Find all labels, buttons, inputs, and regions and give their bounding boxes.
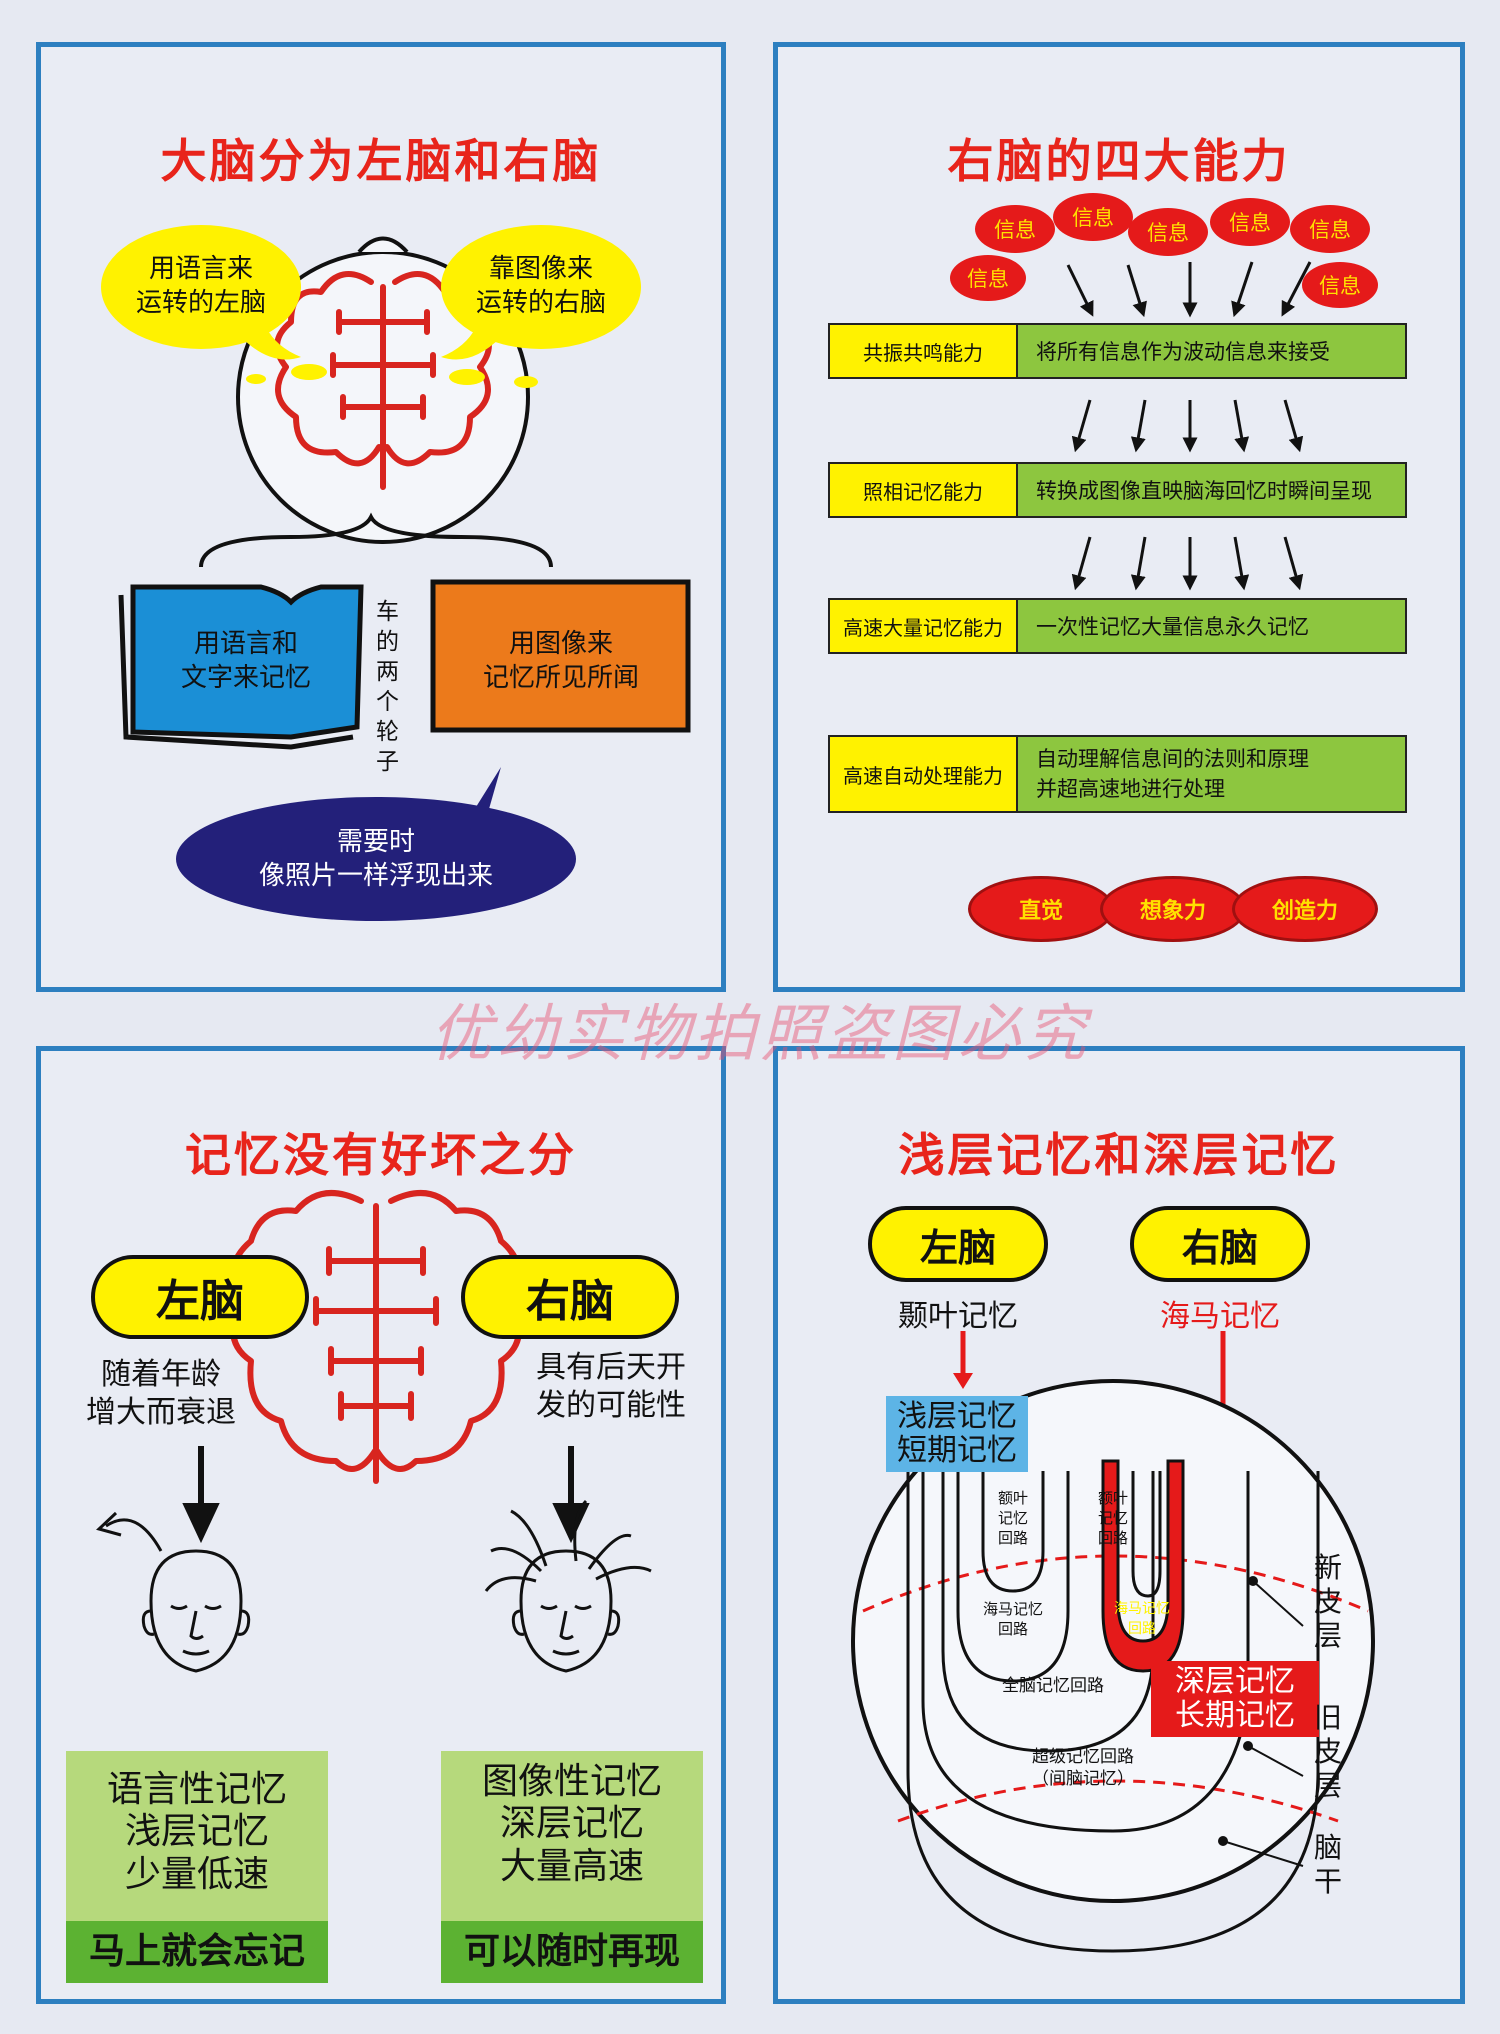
left-memory-box: 语言性记忆 浅层记忆 少量低速 <box>66 1751 328 1921</box>
orange-box-text: 用图像来 记忆所见所闻 <box>482 629 639 693</box>
frontal-loop-label-1: 额叶 记忆 回路 <box>997 1489 1028 1547</box>
panel-title: 浅层记忆和深层记忆 <box>898 1128 1340 1182</box>
intuition-badge: 直觉 <box>968 876 1114 942</box>
ability-label-2: 照相记忆能力 <box>828 462 1018 518</box>
ability-label-3: 高速大量记忆能力 <box>828 598 1018 654</box>
panel-title: 大脑分为左脑和右脑 <box>160 134 602 188</box>
super-memory-loop-label: 超级记忆回路 （间脑记忆） <box>1032 1747 1134 1789</box>
ability-label-1: 共振共鸣能力 <box>828 323 1018 379</box>
ability-desc-3: 一次性记忆大量信息永久记忆 <box>1018 598 1407 654</box>
frontal-loop-label-2: 额叶 记忆 回路 <box>1097 1489 1128 1547</box>
two-wheels-vertical-text: 车的两个轮子 <box>376 599 399 775</box>
right-brain-bubble-text: 靠图像来 运转的右脑 <box>475 254 606 318</box>
book-text: 用语言和 文字来记忆 <box>180 629 311 693</box>
imagination-badge: 想象力 <box>1100 876 1246 942</box>
right-brain-label: 右脑 <box>461 1255 679 1339</box>
hippocampus-memory-text: 海马记忆 <box>1160 1299 1280 1334</box>
whole-brain-loop-label: 全脑记忆回路 <box>1002 1676 1104 1696</box>
left-brain-label: 左脑 <box>91 1255 309 1339</box>
left-brain-label: 左脑 <box>868 1206 1048 1282</box>
ability-desc-2: 转换成图像直映脑海回忆时瞬间呈现 <box>1018 462 1407 518</box>
hippocampus-loop-label: 海马记忆 回路 <box>982 1600 1043 1638</box>
right-footer: 可以随时再现 <box>441 1921 703 1983</box>
creativity-badge: 创造力 <box>1232 876 1378 942</box>
memory-circuit-diagram <box>851 1331 1375 1953</box>
panel-title: 记忆没有好坏之分 <box>185 1128 577 1182</box>
panel-title: 右脑的四大能力 <box>947 134 1291 188</box>
info-bubble-1: 信息 <box>975 205 1055 253</box>
panel-shallow-deep-memory: 浅层记忆和深层记忆 左脑 右脑 颞叶记忆 海马记 <box>773 1046 1465 2004</box>
ability-desc-4: 自动理解信息间的法则和原理 并超高速地进行处理 <box>1018 735 1407 813</box>
hippocampus-loop-label-red: 海马记忆 回路 <box>1114 1601 1170 1637</box>
left-footer: 马上就会忘记 <box>66 1921 328 1983</box>
info-bubble-6: 信息 <box>950 255 1026 301</box>
panel-memory-no-good-bad: 记忆没有好坏之分 <box>36 1046 726 2004</box>
info-bubble-5: 信息 <box>1290 205 1370 253</box>
temporal-memory-text: 颞叶记忆 <box>898 1299 1018 1334</box>
info-bubble-2: 信息 <box>1053 193 1133 241</box>
right-brain-desc: 具有后天开 发的可能性 <box>536 1350 686 1423</box>
neocortex-label: 新 皮 层 <box>1313 1551 1342 1652</box>
panel-left-right-brain: 大脑分为左脑和右脑 用语言来 运转的左脑 靠图 <box>36 42 726 992</box>
left-brain-desc: 随着年龄 增大而衰退 <box>86 1357 236 1430</box>
ability-desc-1: 将所有信息作为波动信息来接受 <box>1018 323 1407 379</box>
right-brain-label: 右脑 <box>1130 1206 1310 1282</box>
callout-oval-text: 需要时 像照片一样浮现出来 <box>258 827 493 891</box>
right-memory-box: 图像性记忆 深层记忆 大量高速 <box>441 1751 703 1921</box>
brain-head-illustration <box>101 225 691 921</box>
left-brain-bubble-text: 用语言来 运转的左脑 <box>135 254 266 318</box>
deep-memory-box: 深层记忆 长期记忆 <box>1151 1661 1319 1737</box>
watermark: 优幼实物拍照盗图必究 <box>429 997 1090 1070</box>
info-bubble-3: 信息 <box>1128 208 1208 256</box>
brainstem-label: 脑 干 <box>1313 1831 1342 1898</box>
info-bubble-4: 信息 <box>1210 198 1290 246</box>
info-bubble-7: 信息 <box>1302 262 1378 308</box>
ability-label-4: 高速自动处理能力 <box>828 735 1018 813</box>
paleocortex-label: 旧 皮 层 <box>1313 1701 1342 1802</box>
shallow-memory-box: 浅层记忆 短期记忆 <box>886 1396 1028 1472</box>
